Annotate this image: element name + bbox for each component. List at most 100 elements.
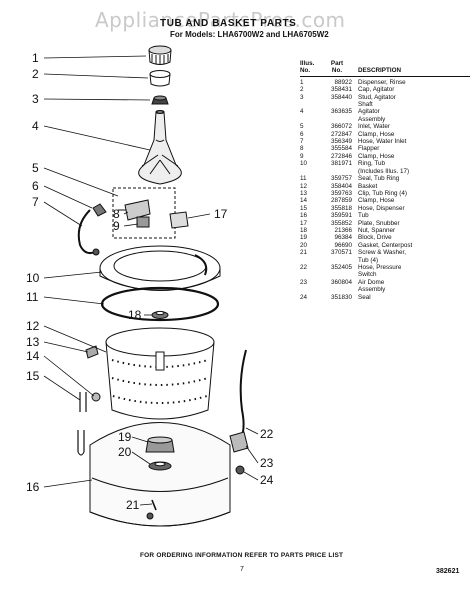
cell-part-no: 355852 bbox=[330, 219, 352, 227]
callout-20: 20 bbox=[118, 445, 132, 459]
callout-14: 14 bbox=[26, 349, 40, 363]
header-part-no: No. bbox=[331, 67, 343, 75]
cell-illus-no bbox=[300, 271, 322, 278]
cell-part-no: 356349 bbox=[330, 138, 352, 146]
cell-description: Inlet, Water bbox=[358, 123, 390, 131]
cell-illus-no: 17 bbox=[300, 219, 308, 227]
page-title: TUB AND BASKET PARTS bbox=[160, 18, 297, 29]
cell-illus-no bbox=[300, 168, 322, 175]
cell-description: Clip, Tub Ring (4) bbox=[358, 189, 407, 197]
part-drive-block bbox=[145, 436, 175, 453]
callout-2: 2 bbox=[32, 67, 39, 81]
cell-description: Flapper bbox=[358, 145, 380, 153]
cell-description: Ring, Tub bbox=[358, 160, 385, 168]
cell-part-no bbox=[322, 257, 352, 264]
table-row: 8 355584 Flapper bbox=[300, 145, 470, 152]
cell-description: Air Dome bbox=[358, 278, 385, 286]
cell-illus-no: 3 bbox=[300, 93, 304, 101]
table-row: Assembly bbox=[300, 286, 470, 293]
page-number: 7 bbox=[240, 566, 244, 573]
cell-illus-no: 11 bbox=[300, 175, 307, 183]
part-agitator-stud bbox=[151, 95, 169, 105]
ordering-info-note: FOR ORDERING INFORMATION REFER TO PARTS … bbox=[140, 552, 344, 559]
callout-13: 13 bbox=[26, 335, 40, 349]
cell-part-no bbox=[322, 271, 352, 278]
cell-part-no: 352405 bbox=[330, 263, 352, 271]
cell-description: Clamp, Hose bbox=[358, 197, 395, 205]
callout-7: 7 bbox=[32, 195, 39, 209]
callout-24: 24 bbox=[260, 473, 274, 487]
callout-11: 11 bbox=[26, 290, 39, 304]
cell-illus-no bbox=[300, 286, 322, 293]
cell-part-no: 358431 bbox=[330, 86, 352, 94]
cell-part-no bbox=[322, 101, 352, 108]
cell-description: Shaft bbox=[358, 101, 373, 109]
cell-description: Nut, Spanner bbox=[358, 226, 396, 234]
cell-illus-no: 8 bbox=[300, 145, 304, 153]
cell-description: Seal, Tub Ring bbox=[358, 175, 400, 183]
part-tub-ring-clip bbox=[85, 345, 99, 359]
cell-description: Stud, Agitator bbox=[358, 93, 396, 101]
cell-part-no: 88922 bbox=[334, 78, 352, 86]
part-tub-ring bbox=[99, 245, 221, 291]
cell-description: Gasket, Centerpost bbox=[358, 241, 413, 249]
header-illus-no: No. bbox=[300, 67, 311, 75]
cell-part-no: 355584 bbox=[330, 145, 352, 153]
cell-illus-no: 24 bbox=[300, 293, 308, 301]
cell-part-no: 351830 bbox=[330, 293, 352, 301]
callout-5: 5 bbox=[32, 161, 39, 175]
callout-21: 21 bbox=[126, 498, 140, 512]
cell-illus-no bbox=[300, 257, 322, 264]
table-row: 24 351830 Seal bbox=[300, 294, 470, 301]
part-agitator-cap bbox=[149, 70, 171, 87]
cell-part-no: 21366 bbox=[334, 226, 352, 234]
callout-12: 12 bbox=[26, 319, 40, 333]
part-agitator bbox=[138, 110, 182, 185]
cell-description: Clamp, Hose bbox=[358, 130, 395, 138]
cell-illus-no: 7 bbox=[300, 138, 304, 146]
callout-17: 17 bbox=[214, 207, 228, 221]
cell-illus-no: 16 bbox=[300, 212, 308, 220]
cell-description: Hose, Pressure bbox=[358, 263, 402, 271]
cell-description: Block, Drive bbox=[358, 234, 392, 242]
cell-illus-no: 19 bbox=[300, 234, 308, 242]
cell-illus-no: 12 bbox=[300, 182, 308, 190]
table-row: 18 21366 Nut, Spanner bbox=[300, 227, 470, 234]
cell-description: (Includes Illus. 17) bbox=[358, 167, 410, 175]
part-snubber-plate bbox=[169, 211, 189, 229]
cell-part-no bbox=[322, 116, 352, 123]
callout-1: 1 bbox=[32, 51, 39, 65]
table-row: Assembly bbox=[300, 116, 470, 123]
cell-illus-no: 6 bbox=[300, 130, 304, 138]
cell-illus-no: 23 bbox=[300, 278, 308, 286]
cell-illus-no: 22 bbox=[300, 263, 308, 271]
cell-description: Assembly bbox=[358, 115, 386, 123]
part-hose-clamp bbox=[91, 392, 101, 402]
callout-18: 18 bbox=[128, 308, 142, 322]
part-dispenser-hose bbox=[77, 392, 87, 456]
cell-illus-no: 1 bbox=[300, 78, 304, 86]
part-centerpost-gasket bbox=[148, 461, 172, 471]
callout-8: 8 bbox=[113, 207, 120, 221]
part-air-dome bbox=[229, 431, 249, 453]
cell-part-no bbox=[322, 168, 352, 175]
cell-description: Seal bbox=[358, 293, 371, 301]
cell-description: Plate, Snubber bbox=[358, 219, 400, 227]
callout-4: 4 bbox=[32, 119, 39, 133]
cell-illus-no bbox=[300, 116, 322, 123]
cell-description: Hose, Dispenser bbox=[358, 204, 405, 212]
cell-part-no: 370571 bbox=[330, 249, 352, 257]
cell-illus-no: 18 bbox=[300, 226, 308, 234]
part-rinse-dispenser bbox=[148, 45, 172, 65]
header-part: Part bbox=[330, 60, 344, 67]
